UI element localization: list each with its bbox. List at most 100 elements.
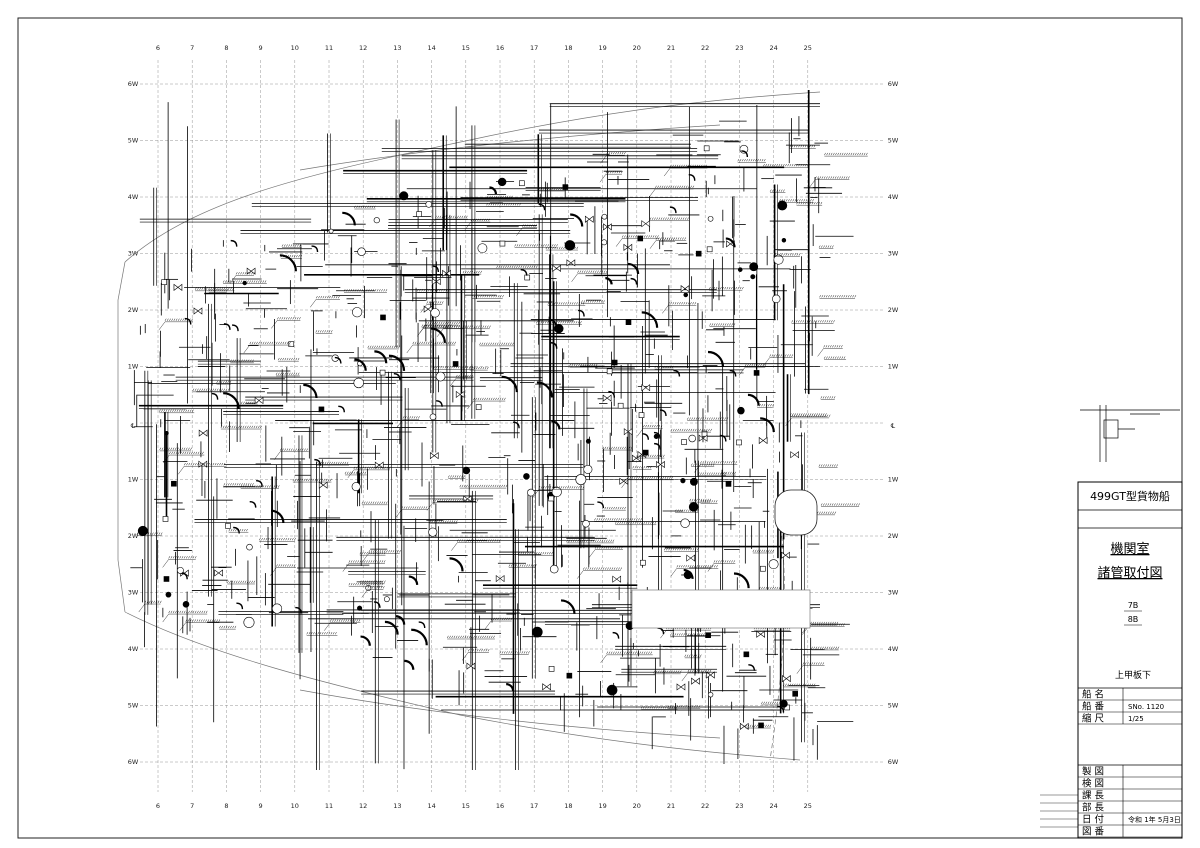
frame-row-label: 5W	[128, 702, 139, 710]
frame-column-label: 17	[530, 44, 538, 52]
centerline-mark: ℄	[131, 422, 136, 430]
frame-row-label: 4W	[888, 193, 899, 201]
frame-column-label: 12	[359, 44, 367, 52]
drawing-title-line1: 機関室	[1110, 541, 1149, 557]
frame-column-label: 24	[769, 44, 777, 52]
frame-column-label: 16	[496, 802, 504, 810]
frame-row-label: 6W	[128, 80, 139, 88]
frame-column-label: 22	[701, 44, 709, 52]
frame-column-label: 18	[564, 44, 572, 52]
title-block-label: 図番	[1082, 826, 1107, 838]
vessel-type: 499GT型貨物船	[1090, 489, 1170, 503]
frame-column-label: 15	[462, 44, 470, 52]
frame-row-label: 1W	[888, 476, 899, 484]
title-block-value: SNo. 1120	[1128, 703, 1164, 711]
frame-row-labels-left: 6W 5W 4W 3W 2W 1W ℄ 1W 2W 3W 4W 5W 6W	[128, 80, 139, 766]
frame-row-label: 4W	[128, 193, 139, 201]
frame-column-label: 23	[735, 44, 743, 52]
frame-column-label: 13	[393, 44, 401, 52]
pipe-fittings	[137, 144, 805, 731]
blank-area	[631, 589, 811, 629]
frame-row-label: 1W	[888, 363, 899, 371]
frame-column-label: 9	[259, 44, 263, 52]
frame-column-label: 6	[156, 44, 160, 52]
frame-grid	[140, 60, 885, 792]
frame-row-label: 1W	[128, 363, 139, 371]
title-block-label: 検図	[1082, 778, 1107, 790]
frame-column-label: 13	[393, 802, 401, 810]
frame-column-label: 8	[224, 44, 228, 52]
frame-row-label: 1W	[128, 476, 139, 484]
piping-network	[130, 90, 854, 770]
title-block-label: 製図	[1082, 766, 1107, 778]
frame-row-label: 4W	[128, 645, 139, 653]
frame-row-label: 2W	[128, 306, 139, 314]
title-block-label: 船名	[1082, 689, 1107, 701]
title-block-label: 日付	[1082, 815, 1107, 826]
frame-column-label: 12	[359, 802, 367, 810]
drawing-title-line2: 諸管取付図	[1097, 565, 1162, 581]
frame-row-label: 2W	[128, 532, 139, 540]
frame-column-label: 25	[804, 44, 812, 52]
location-label: 上甲板下	[1115, 669, 1151, 681]
frame-column-label: 10	[291, 802, 299, 810]
frame-column-label: 22	[701, 802, 709, 810]
pipe-annotations	[136, 144, 868, 729]
frame-column-label: 10	[291, 44, 299, 52]
frame-column-labels-top: 6 7 8 9 10 11 12 13 14 15 16 17 18 19 20 21 22 23 24 25	[156, 44, 812, 52]
frame-row-label: 3W	[128, 250, 139, 258]
deck-level-1: 7B	[1128, 601, 1139, 610]
title-block-label: 課長	[1082, 790, 1107, 802]
detail-sketch	[1080, 405, 1180, 462]
frame-column-label: 14	[427, 44, 435, 52]
frame-column-label: 20	[633, 802, 641, 810]
frame-column-label: 19	[598, 802, 606, 810]
frame-row-label: 6W	[888, 80, 899, 88]
frame-row-label: 2W	[888, 532, 899, 540]
hull-outline	[117, 91, 821, 761]
frame-row-label: 6W	[128, 758, 139, 766]
frame-row-label: 3W	[128, 589, 139, 597]
frame-row-label: 6W	[888, 758, 899, 766]
frame-row-label: 3W	[888, 589, 899, 597]
title-block-label: 船番	[1082, 701, 1107, 713]
title-block-value: 令和 1年 5月3日	[1128, 815, 1181, 824]
revision-notes	[1040, 794, 1078, 828]
frame-row-label: 4W	[888, 645, 899, 653]
frame-column-label: 18	[564, 802, 572, 810]
frame-column-label: 9	[259, 802, 263, 810]
frame-row-label: 3W	[888, 250, 899, 258]
frame-column-label: 6	[156, 802, 160, 810]
frame-column-label: 20	[633, 44, 641, 52]
frame-column-label: 21	[667, 44, 675, 52]
deck-level-2: 8B	[1128, 615, 1139, 624]
title-block-label: 縮尺	[1082, 713, 1107, 725]
frame-row-label: 5W	[128, 137, 139, 145]
tank-box	[774, 489, 818, 536]
frame-column-label: 8	[224, 802, 228, 810]
frame-column-label: 19	[598, 44, 606, 52]
frame-column-label: 16	[496, 44, 504, 52]
frame-row-label: 2W	[888, 306, 899, 314]
frame-column-label: 14	[427, 802, 435, 810]
frame-column-label: 25	[804, 802, 812, 810]
frame-column-label: 23	[735, 802, 743, 810]
frame-column-label: 15	[462, 802, 470, 810]
frame-column-label: 21	[667, 802, 675, 810]
frame-row-label: 5W	[888, 137, 899, 145]
frame-column-label: 7	[190, 44, 194, 52]
title-block-value: 1/25	[1128, 715, 1144, 723]
centerline-mark: ℄	[891, 422, 896, 430]
frame-row-label: 5W	[888, 702, 899, 710]
frame-column-label: 7	[190, 802, 194, 810]
frame-column-label: 11	[325, 44, 333, 52]
title-block-label: 部長	[1082, 802, 1107, 814]
frame-row-labels-right: 6W 5W 4W 3W 2W 1W ℄ 1W 2W 3W 4W 5W 6W	[888, 80, 899, 766]
frame-column-label: 17	[530, 802, 538, 810]
sheet-border	[17, 17, 1183, 839]
